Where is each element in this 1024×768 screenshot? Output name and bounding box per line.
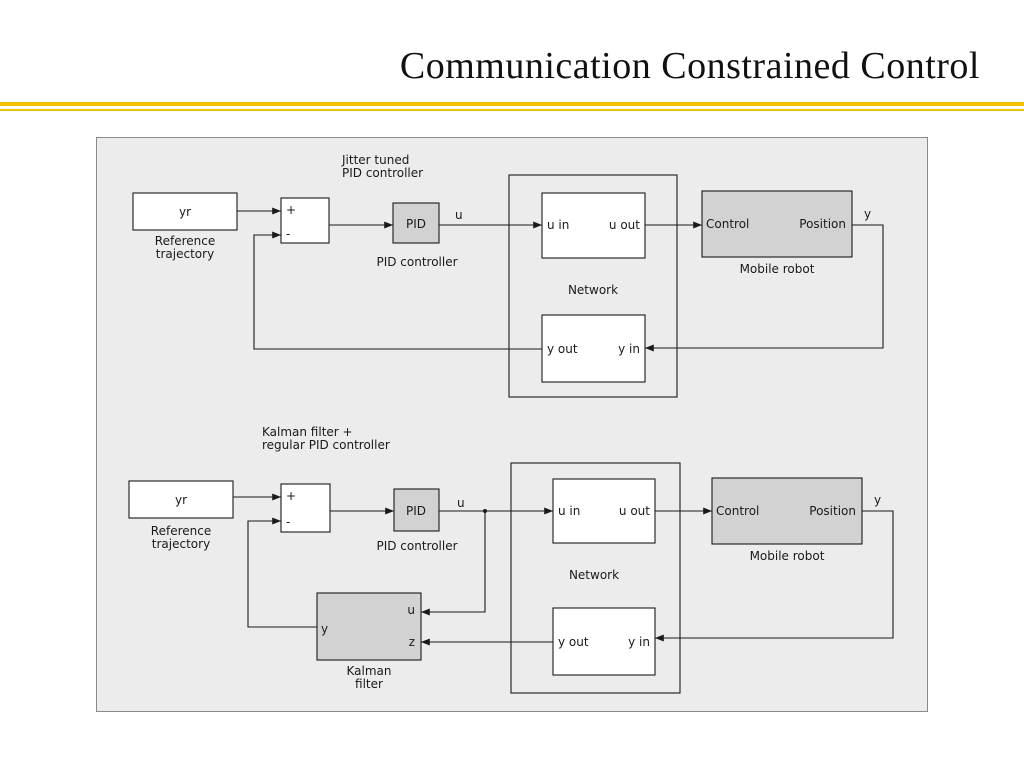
diagram-1-caption-line-1: Jitter tuned	[341, 153, 409, 167]
title-rule-thick	[0, 102, 1024, 106]
pid-block	[392, 202, 440, 244]
arrow-u-to-kalman	[421, 511, 486, 616]
diagram-2-caption-line-1: Kalman filter +	[262, 425, 353, 439]
reference-block	[132, 192, 238, 231]
reference-caption-line-1: Reference	[151, 524, 211, 538]
mobile-robot-block	[711, 477, 863, 545]
arrow-robot-to-network	[655, 510, 894, 642]
diagram-2-caption-line-2: regular PID controller	[262, 438, 390, 452]
kalman-filter-block	[316, 592, 422, 661]
robot-position-label: Position	[799, 217, 846, 231]
pid-block-label: PID	[406, 217, 426, 231]
arrow-feedback-to-sum	[253, 231, 542, 350]
title-rule-thin	[0, 109, 1024, 111]
robot-control-label: Control	[716, 504, 759, 518]
sum-minus-sign: -	[286, 227, 290, 241]
network-y-out-label: y out	[558, 635, 589, 649]
slide-title: Communication Constrained Control	[399, 45, 980, 87]
signal-u-label: u	[457, 496, 465, 510]
reference-caption-line-2: trajectory	[156, 247, 214, 261]
robot-caption: Mobile robot	[740, 262, 815, 276]
sum-plus-sign: +	[286, 489, 296, 503]
kalman-caption-line-1: Kalman	[347, 664, 392, 678]
kalman-u-port-label: u	[407, 603, 415, 617]
network-y-in-label: y in	[618, 342, 640, 356]
kalman-caption-line-2: filter	[355, 677, 383, 691]
block-diagram-svg: Jitter tuned PID controller yr Reference…	[128, 153, 894, 694]
network-container	[508, 174, 678, 398]
kalman-y-port-label: y	[321, 622, 328, 636]
pid-block	[393, 488, 440, 532]
mobile-robot-block	[701, 190, 853, 258]
robot-position-label: Position	[809, 504, 856, 518]
reference-block	[128, 480, 234, 519]
arrow-kalman-to-sum	[247, 517, 317, 628]
pid-caption: PID controller	[376, 539, 457, 553]
reference-caption-line-1: Reference	[155, 234, 215, 248]
network-y-out-label: y out	[547, 342, 578, 356]
reference-caption-line-2: trajectory	[152, 537, 210, 551]
reference-block-label: yr	[179, 205, 191, 219]
signal-u-label: u	[455, 208, 463, 222]
network-u-out-label: u out	[609, 218, 640, 232]
sum-plus-sign: +	[286, 203, 296, 217]
pid-block-label: PID	[406, 504, 426, 518]
network-u-in-label: u in	[547, 218, 569, 232]
pid-caption: PID controller	[376, 255, 457, 269]
network-caption: Network	[568, 283, 618, 297]
sum-minus-sign: -	[286, 515, 290, 529]
network-u-out-label: u out	[619, 504, 650, 518]
arrow-robot-to-network	[645, 224, 884, 352]
robot-control-label: Control	[706, 217, 749, 231]
network-caption: Network	[569, 568, 619, 582]
network-y-in-label: y in	[628, 635, 650, 649]
network-lower-block	[552, 607, 656, 676]
summing-junction	[280, 483, 331, 533]
reference-block-label: yr	[175, 493, 187, 507]
block-diagram-figure: Jitter tuned PID controller yr Reference…	[96, 137, 928, 712]
network-u-in-label: u in	[558, 504, 580, 518]
diagram-2: Kalman filter + regular PID controller y…	[128, 425, 894, 694]
diagram-1-caption-line-2: PID controller	[342, 166, 423, 180]
network-upper-block	[552, 478, 656, 544]
network-container	[510, 462, 681, 694]
robot-caption: Mobile robot	[750, 549, 825, 563]
summing-junction	[280, 197, 330, 244]
kalman-z-port-label: z	[409, 635, 415, 649]
signal-y-label: y	[864, 207, 871, 221]
signal-y-label: y	[874, 493, 881, 507]
diagram-1: Jitter tuned PID controller yr Reference…	[132, 153, 884, 398]
